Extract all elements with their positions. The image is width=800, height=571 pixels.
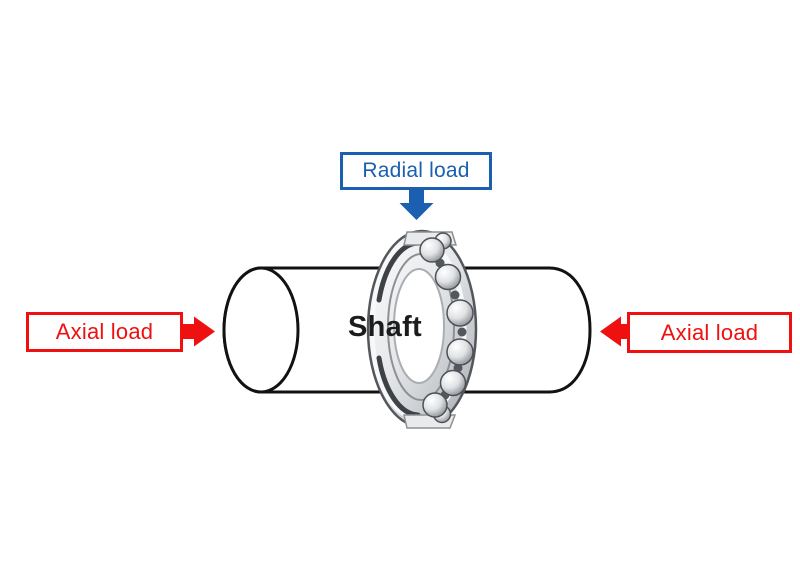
bearing-groove-arc-bottom bbox=[376, 355, 421, 418]
bearing-ball bbox=[422, 392, 448, 418]
axial-load-right-label: Axial load bbox=[660, 319, 759, 345]
bearing-ball bbox=[419, 237, 445, 263]
bearing-ball bbox=[434, 263, 462, 291]
radial-load-label: Radial load bbox=[362, 159, 470, 182]
radial-load-label-box: Radial load bbox=[340, 152, 492, 190]
axial-load-right-arrow-left-icon bbox=[600, 316, 630, 347]
bearing-cage-link bbox=[457, 327, 467, 337]
radial-load-arrow-down-icon bbox=[399, 189, 434, 220]
bearing-cage-link bbox=[450, 290, 460, 300]
axial-load-left-label-box: Axial load bbox=[26, 312, 183, 352]
bearing-ball bbox=[446, 299, 474, 327]
shaft-end-face bbox=[222, 266, 300, 394]
bearing-graphic bbox=[366, 229, 478, 429]
axial-load-right-label-box: Axial load bbox=[627, 312, 792, 353]
bearing-ball bbox=[446, 338, 474, 366]
shaft-label: Shaft bbox=[348, 311, 422, 343]
bearing-ball bbox=[439, 369, 467, 397]
axial-load-left-arrow-right-icon bbox=[181, 316, 215, 347]
bearing-bore bbox=[393, 268, 445, 384]
axial-load-left-label: Axial load bbox=[55, 319, 154, 344]
